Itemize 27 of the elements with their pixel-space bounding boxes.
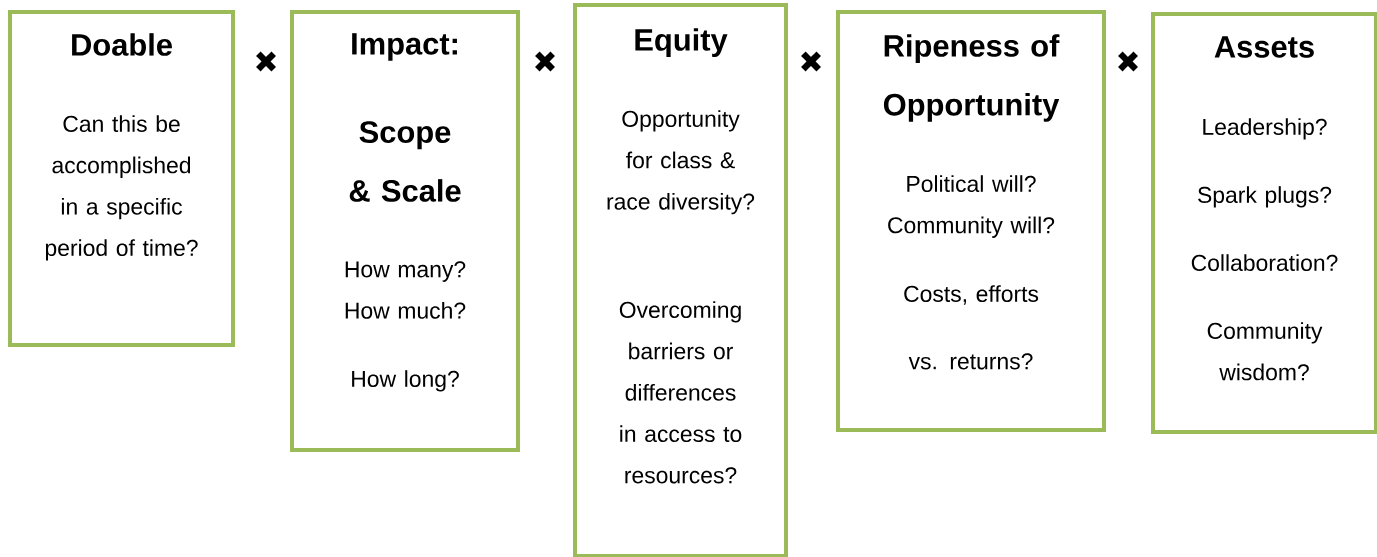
criteria-box bbox=[836, 10, 1106, 432]
box-heading: Ripeness of Opportunity bbox=[883, 34, 1060, 122]
criteria-box bbox=[573, 3, 788, 557]
question-text: Can this be accomplished in a specific period of time? bbox=[45, 115, 198, 261]
question-text: vs. returns? bbox=[908, 353, 1033, 370]
question-text: Opportunity for class & race diversity? bbox=[607, 110, 755, 215]
question-text: Leadership? bbox=[1203, 118, 1327, 140]
multiply-sign: ✖ bbox=[801, 51, 821, 72]
multiply-sign: ✖ bbox=[1118, 51, 1138, 72]
question-text: Costs, efforts bbox=[904, 285, 1039, 305]
box-heading: Equity bbox=[635, 28, 728, 57]
criteria-box bbox=[1151, 12, 1377, 434]
box-heading: Assets bbox=[1214, 36, 1314, 58]
question-text: Overcoming barriers or differences in access to resources? bbox=[619, 301, 742, 484]
question-text: Political will? Community will? bbox=[888, 175, 1055, 238]
criteria-box bbox=[290, 10, 520, 452]
question-text: How many? How much? bbox=[345, 261, 466, 319]
box-heading: Doable bbox=[72, 33, 172, 56]
multiply-sign: ✖ bbox=[256, 51, 276, 72]
multiply-sign: ✖ bbox=[535, 51, 555, 72]
question-text: How long? bbox=[352, 370, 459, 392]
criteria-box bbox=[8, 10, 235, 347]
question-text: Spark plugs? bbox=[1198, 186, 1332, 208]
box-heading: Scope & Scale bbox=[349, 121, 461, 202]
box-heading: Impact: bbox=[352, 33, 457, 61]
question-text: Community wisdom? bbox=[1207, 322, 1323, 381]
question-text: Collaboration? bbox=[1191, 254, 1338, 271]
